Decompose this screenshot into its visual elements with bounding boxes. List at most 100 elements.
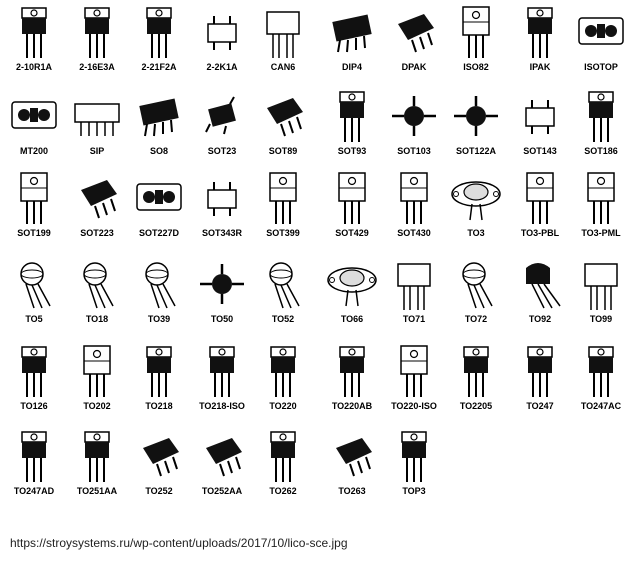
to220-outline-icon (322, 170, 382, 228)
package-label: TO247AC (580, 401, 622, 411)
package-label: TO220 (269, 401, 297, 411)
flat-pack-icon (384, 88, 444, 146)
package-label: SOT23 (207, 146, 237, 156)
package-can6: CAN6 (253, 4, 313, 74)
package-sot227d: SOT227D (129, 170, 189, 240)
package-sip: SIP (67, 88, 127, 158)
package-2-16e3a: 2-16E3A (67, 4, 127, 74)
package-to3-pml: TO3-PML (571, 170, 631, 240)
package-label: TO39 (147, 314, 171, 324)
package-to252: TO252 (129, 428, 189, 498)
package-label: TO251AA (76, 486, 118, 496)
package-label: 2-10R1A (15, 62, 53, 72)
package-to220: TO220 (253, 343, 313, 413)
package-sot199: SOT199 (4, 170, 64, 240)
package-to2205: TO2205 (446, 343, 506, 413)
sip-package-icon (67, 88, 127, 146)
package-label: TO71 (402, 314, 426, 324)
package-to252aa: TO252AA (192, 428, 252, 498)
package-to72: TO72 (446, 256, 506, 326)
dip-package-icon (322, 4, 382, 62)
package-label: TO220AB (331, 401, 373, 411)
package-label: TO252 (145, 486, 173, 496)
package-to247: TO247 (510, 343, 570, 413)
metal-can-rect-icon (571, 256, 631, 314)
package-sot103: SOT103 (384, 88, 444, 158)
dpak-package-icon (192, 428, 252, 486)
to220-outline-icon (67, 343, 127, 401)
package-sot223: SOT223 (67, 170, 127, 240)
package-label: TO252AA (201, 486, 243, 496)
metal-can-icon (253, 256, 313, 314)
module-package-icon (571, 4, 631, 62)
metal-can-rect-icon (253, 4, 313, 62)
package-label: TO247 (526, 401, 554, 411)
to220-package-icon (129, 4, 189, 62)
package-label: DIP4 (341, 62, 362, 72)
package-isotop: ISOTOP (571, 4, 631, 74)
to220-package-icon (192, 343, 252, 401)
package-label: TO52 (271, 314, 295, 324)
to3-package-icon (446, 170, 506, 228)
package-label: SO8 (149, 146, 168, 156)
package-label: MT200 (19, 146, 48, 156)
package-to247ac: TO247AC (571, 343, 631, 413)
package-to251aa: TO251AA (67, 428, 127, 498)
package-to71: TO71 (384, 256, 444, 326)
package-label: SOT103 (397, 146, 431, 156)
to220-package-icon (571, 343, 631, 401)
package-to262: TO262 (253, 428, 313, 498)
package-label: TO72 (464, 314, 488, 324)
module-package-icon (4, 88, 64, 146)
package-label: TO3-PML (581, 228, 621, 238)
package-to50: TO50 (192, 256, 252, 326)
package-sot93: SOT93 (322, 88, 382, 158)
package-label: TO50 (210, 314, 234, 324)
to220-package-icon (510, 4, 570, 62)
package-label: SOT186 (584, 146, 618, 156)
to220-outline-icon (571, 170, 631, 228)
package-label: SOT430 (397, 228, 431, 238)
package-2-2k1a: 2-2K1A (192, 4, 252, 74)
to220-package-icon (446, 343, 506, 401)
package-label: CAN6 (270, 62, 296, 72)
package-label: SOT223 (80, 228, 114, 238)
to220-outline-icon (384, 170, 444, 228)
dpak-package-icon (67, 170, 127, 228)
package-to18: TO18 (67, 256, 127, 326)
package-label: ISOTOP (584, 62, 618, 72)
module-package-icon (129, 170, 189, 228)
source-url: https://stroysystems.ru/wp-content/uploa… (10, 536, 348, 550)
package-label: TO218-ISO (199, 401, 245, 411)
package-sot23: SOT23 (192, 88, 252, 158)
package-iso82: ISO82 (446, 4, 506, 74)
package-so8: SO8 (129, 88, 189, 158)
to220-package-icon (571, 88, 631, 146)
package-to218: TO218 (129, 343, 189, 413)
to92-package-icon (510, 256, 570, 314)
package-label: TO218 (145, 401, 173, 411)
package-label: IPAK (529, 62, 551, 72)
dpak-package-icon (384, 4, 444, 62)
metal-can-icon (4, 256, 64, 314)
to220-package-icon (67, 4, 127, 62)
package-sot143: SOT143 (510, 88, 570, 158)
package-label: TO66 (340, 314, 364, 324)
package-label: TO99 (589, 314, 613, 324)
package-label: TO3 (467, 228, 485, 238)
metal-can-rect-icon (384, 256, 444, 314)
package-label: TO5 (25, 314, 43, 324)
package-to220ab: TO220AB (322, 343, 382, 413)
to220-outline-icon (4, 170, 64, 228)
dpak-package-icon (129, 428, 189, 486)
flat-pack-icon (192, 256, 252, 314)
package-label: 2-2K1A (206, 62, 238, 72)
package-label: DPAK (401, 62, 427, 72)
package-sot399: SOT399 (253, 170, 313, 240)
to220-package-icon (322, 88, 382, 146)
package-label: SOT199 (17, 228, 51, 238)
package-label: SOT122A (455, 146, 497, 156)
package-to220-iso: TO220-ISO (384, 343, 444, 413)
to220-outline-icon (510, 170, 570, 228)
metal-can-icon (446, 256, 506, 314)
